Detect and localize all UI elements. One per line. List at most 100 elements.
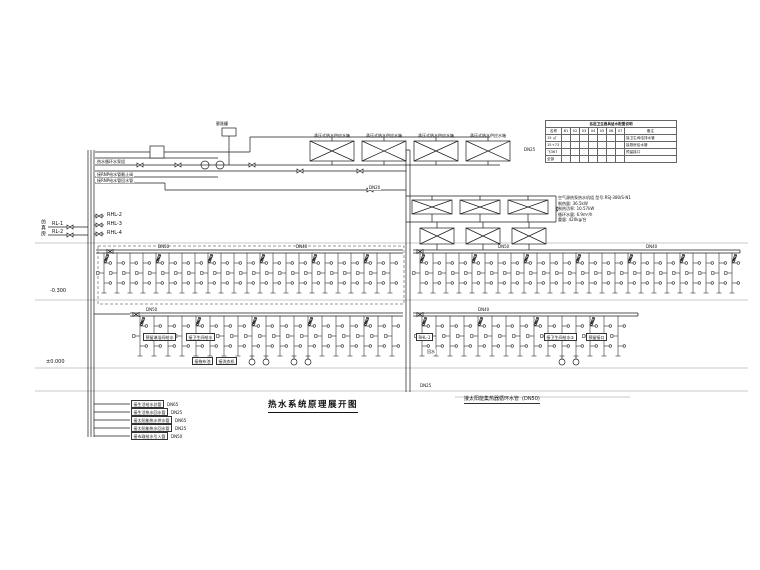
heatpump-unit (511, 227, 547, 245)
legend-label: 接市政给水引入管 (131, 432, 168, 440)
pipe-dn-label: DN40 (646, 244, 658, 249)
fixture-dn-label: DN15 (731, 254, 738, 264)
fixture-riser (257, 315, 275, 357)
valve-icon (66, 224, 74, 230)
note-text: 接太阳能集热器循环水管 (464, 396, 520, 402)
spec-cell (606, 148, 616, 156)
bottom-right-note: 接太阳能集热器循环水管 (DN50) (464, 396, 540, 404)
buffer-tank (459, 199, 501, 215)
spec-cell: 预留接口 (624, 148, 677, 156)
fixture-dn-label: DN15 (307, 317, 314, 327)
fixture-dn-label: DN15 (627, 254, 634, 264)
pump-icon (200, 160, 210, 170)
fixture-dn-label: DN15 (195, 317, 202, 327)
legend-row: 接市政给水引入管 DN50 (131, 432, 182, 440)
fixture-dn-label: DN15 (311, 254, 318, 264)
spec-cell: 02 (570, 127, 580, 135)
drain-loop (262, 358, 270, 366)
expansion-tank-label: 膨胀罐 (216, 121, 228, 126)
fixture-dn-label: DN15 (207, 254, 214, 264)
valve-icon (248, 162, 256, 168)
fixture-riser (327, 315, 345, 357)
spec-cell: 06 (606, 127, 616, 135)
elevation-label-upper: -0.300 (50, 288, 67, 294)
pump-icon (215, 160, 225, 170)
valve-icon (136, 162, 144, 168)
spec-cell: 接厨房给水管 (624, 141, 677, 149)
pipe-dn-label: DN50 (146, 307, 158, 312)
pipe-dn-label: DN20 (368, 185, 382, 190)
equipment-box (149, 145, 165, 159)
legend-dn: DN50 (171, 433, 183, 439)
valve-icon (95, 231, 103, 237)
legend-dn: DN25 (175, 425, 187, 431)
fixture-dn-label: DN15 (139, 317, 146, 327)
fixture-riser (381, 252, 399, 294)
riser-label-rl1: RL-1 (52, 221, 64, 227)
spec-cell (561, 141, 571, 149)
riser-label-rl2: RL-2 (52, 229, 64, 235)
callout-wc2: 接卫生间给水② (544, 333, 577, 341)
valve-icon (356, 168, 364, 174)
heatpump-spec-line: 制热量: 36.5kW (558, 200, 631, 207)
fixture-riser (229, 315, 247, 357)
spec-cell (588, 155, 598, 163)
spec-cell (579, 148, 589, 156)
pipe-dn-label: DN25 (524, 147, 536, 152)
fixture-dn-label: DN15 (363, 254, 370, 264)
valve-icon (174, 162, 182, 168)
spec-cell (606, 155, 616, 163)
fixture-riser (441, 315, 459, 357)
riser-label-rhl3: RHL-3 (106, 221, 123, 227)
fixture-riser (285, 315, 303, 357)
note-dn: (DN50) (522, 396, 540, 402)
distribution-bus-pipes (94, 249, 741, 359)
fixture-riser (609, 315, 627, 357)
zone-dashed-boundary (97, 245, 405, 305)
storage-tank (361, 140, 407, 162)
fixture-dn-label: DN15 (523, 254, 530, 264)
callout-wc: 接卫生间给水 (186, 333, 215, 341)
tank-label: 承压式热水供应水箱 (470, 133, 506, 138)
spec-cell (597, 148, 607, 156)
fixture-dn-label: DN15 (103, 254, 110, 264)
fixture-dn-label: DN15 (477, 317, 484, 327)
legend-label: 接生活给水总管 (131, 400, 164, 408)
return-label: 回水 (426, 349, 436, 354)
spec-cell (615, 148, 625, 156)
legend-dn: DN65 (167, 401, 179, 407)
riser-label-rhl1: RHL-1 (416, 333, 433, 341)
spec-cell (570, 141, 580, 149)
valve-icon (95, 213, 103, 219)
fixture-riser (215, 315, 233, 357)
spec-cell (588, 134, 598, 142)
storage-tank (413, 140, 459, 162)
spec-cell: 备注 (624, 127, 677, 135)
spec-cell (579, 155, 589, 163)
spec-cell (570, 134, 580, 142)
spec-cell: 全部 (545, 155, 562, 163)
pipe-dn-label: DN50 (158, 244, 170, 249)
heatpump-unit (419, 227, 455, 245)
legend-row: 接太阳能热水供水管 DN65 (131, 416, 186, 424)
fixture-dn-label: DN15 (363, 317, 370, 327)
spec-cell (615, 134, 625, 142)
fixture-riser (483, 315, 501, 357)
spec-cell: 各层卫生器具给水配置说明 (545, 120, 677, 128)
drain-loop (572, 358, 580, 366)
spec-cell (570, 155, 580, 163)
heatpump-spec-line: 空气源热泵热水机组 型号:RSJ-380/S-N1 (558, 195, 631, 201)
spec-cell (561, 148, 571, 156)
heatpump-spec-line: 重量: 420kg/台 (558, 217, 631, 223)
legend-label: 接生活热水回水管 (131, 408, 168, 416)
fixture-dn-label: DN15 (471, 254, 478, 264)
spec-cell (588, 148, 598, 156)
storage-tank (465, 140, 511, 162)
spec-cell: 接卫生间给排水管 (624, 134, 677, 142)
pipe-dn-label: DN25 (420, 383, 432, 388)
drain-loop (248, 358, 256, 366)
fixture-riser (369, 315, 387, 357)
